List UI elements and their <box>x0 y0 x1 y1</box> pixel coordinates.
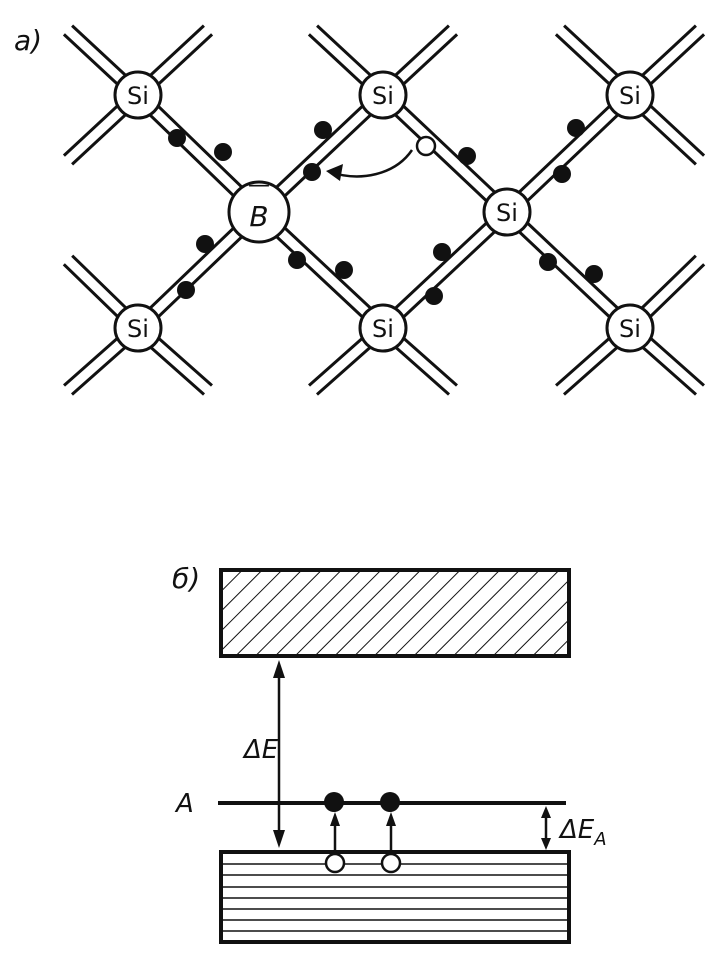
bond <box>386 215 513 334</box>
acceptor-level-label: A <box>174 789 194 819</box>
electron-transition-2 <box>380 792 402 874</box>
electron <box>335 261 353 279</box>
electron <box>425 287 443 305</box>
atom-si-6: Si <box>358 303 408 353</box>
electron <box>314 121 332 139</box>
atom-si-4: Si <box>482 187 532 237</box>
captured-electron <box>380 792 400 812</box>
atom-si-7: Si <box>605 303 655 353</box>
atom-label: Si <box>619 315 641 343</box>
panel-a: а) Si Si Si — B Si <box>14 24 706 396</box>
bond <box>377 206 504 325</box>
electron <box>168 129 186 147</box>
panel-a-label: а) <box>14 24 42 57</box>
atom-label: Si <box>372 82 394 110</box>
acceptor-gap-arrow <box>541 806 551 850</box>
electron <box>288 251 306 269</box>
bond <box>501 215 627 334</box>
atom-si-3: Si <box>605 70 655 120</box>
electron <box>585 265 603 283</box>
band-gap-label: ΔE <box>242 735 279 765</box>
electron-transfer-arrow <box>329 149 414 178</box>
acceptor-gap-label: ΔEA <box>558 815 607 850</box>
band-gap-arrow <box>273 660 285 848</box>
electron <box>196 235 214 253</box>
bond <box>510 206 636 325</box>
electron-transition-1 <box>324 792 346 874</box>
atom-label: Si <box>372 315 394 343</box>
bond <box>386 89 513 209</box>
arrow-up-icon <box>541 806 551 818</box>
captured-electron <box>324 792 344 812</box>
arrowhead-icon <box>326 164 343 181</box>
panel-b-label: б) <box>172 562 200 595</box>
arrow-up-icon <box>273 660 285 678</box>
panel-b: б) A ΔE <box>172 562 607 944</box>
bond <box>501 89 627 209</box>
electron <box>177 281 195 299</box>
arrow-up-icon <box>386 812 396 826</box>
atom-label: Si <box>127 82 149 110</box>
electron <box>553 165 571 183</box>
bond <box>377 98 504 218</box>
electron <box>567 119 585 137</box>
electron <box>303 163 321 181</box>
bond-electrons <box>168 119 603 305</box>
atom-label: Si <box>496 199 518 227</box>
electron <box>433 243 451 261</box>
acceptor-charge-bar: — <box>248 173 270 198</box>
hole <box>324 852 346 874</box>
hole-transfer <box>326 135 437 181</box>
atom-label: Si <box>127 315 149 343</box>
electron <box>539 253 557 271</box>
bond <box>510 98 636 218</box>
atom-label: B <box>249 200 268 233</box>
atom-si-5: Si <box>113 303 163 353</box>
atom-boron: — B <box>227 173 291 244</box>
electron <box>214 143 232 161</box>
conduction-band <box>219 568 571 658</box>
electron <box>458 147 476 165</box>
atom-si-2: Si <box>358 70 408 120</box>
arrow-down-icon <box>541 838 551 850</box>
arrow-up-icon <box>330 812 340 826</box>
atom-label: Si <box>619 82 641 110</box>
atom-si-1: Si <box>113 70 163 120</box>
hole <box>415 135 437 157</box>
hole <box>380 852 402 874</box>
arrow-down-icon <box>273 830 285 848</box>
